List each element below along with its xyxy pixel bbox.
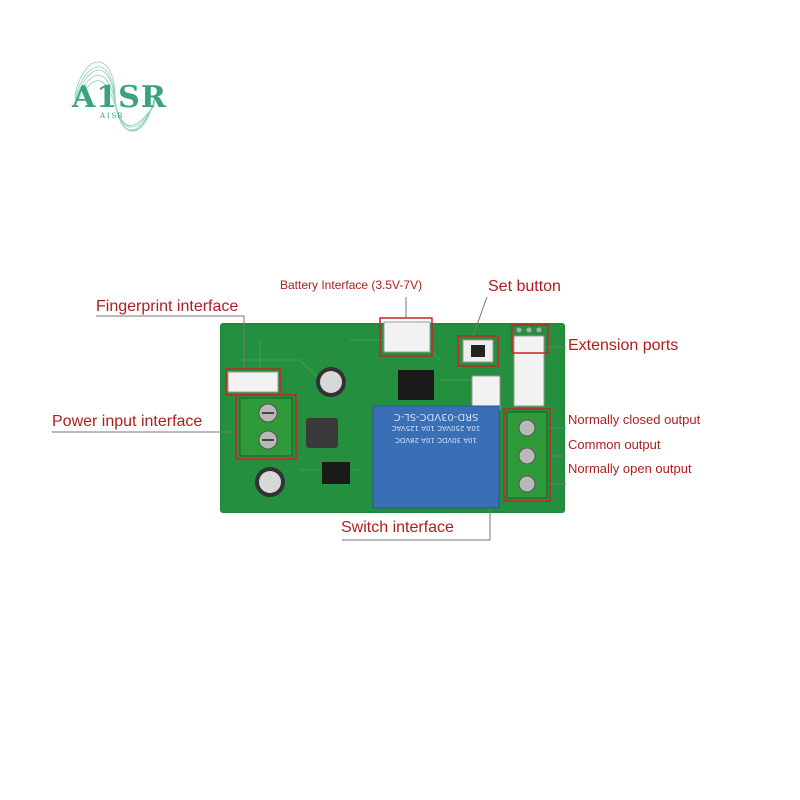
battery-connector xyxy=(383,321,431,353)
label-switch-interface: Switch interface xyxy=(341,519,454,536)
terminal-screw xyxy=(518,419,536,437)
label-normally-open-output: Normally open output xyxy=(568,461,692,476)
logo-subtext: A1SR xyxy=(100,112,124,120)
extension-port-header xyxy=(513,335,545,407)
fingerprint-connector xyxy=(227,371,279,393)
relay xyxy=(372,405,500,509)
highlight-extension xyxy=(511,324,549,354)
ic-chip xyxy=(398,370,434,400)
aux-connector xyxy=(471,375,501,411)
highlight-outputs xyxy=(503,408,551,502)
label-common-output: Common output xyxy=(568,437,661,452)
relay-marking-text: 10A 250VAC 10A 125VAC xyxy=(392,424,481,432)
label-battery-interface: Battery Interface (3.5V-7V) xyxy=(280,278,423,292)
ic-chip xyxy=(322,462,350,484)
relay-marking-text: SRD-03VDC-SL-C xyxy=(394,411,479,422)
label-set-button: Set button xyxy=(488,278,561,295)
logo-text: A1SR xyxy=(72,80,167,115)
terminal-screw xyxy=(518,447,536,465)
inductor xyxy=(306,418,338,448)
highlight-power xyxy=(235,394,297,460)
label-fingerprint-interface: Fingerprint interface xyxy=(96,298,239,315)
label-extension-ports: Extension ports xyxy=(568,337,679,354)
label-power-input-interface: Power input interface xyxy=(52,413,203,430)
relay-marking-text: 10A 30VDC 10A 28VDC xyxy=(395,436,477,444)
brand-logo-waves-icon xyxy=(74,61,156,132)
label-normally-closed-output: Normally closed output xyxy=(568,412,701,427)
terminal-screw xyxy=(518,475,536,493)
highlight-set-button xyxy=(457,335,499,367)
